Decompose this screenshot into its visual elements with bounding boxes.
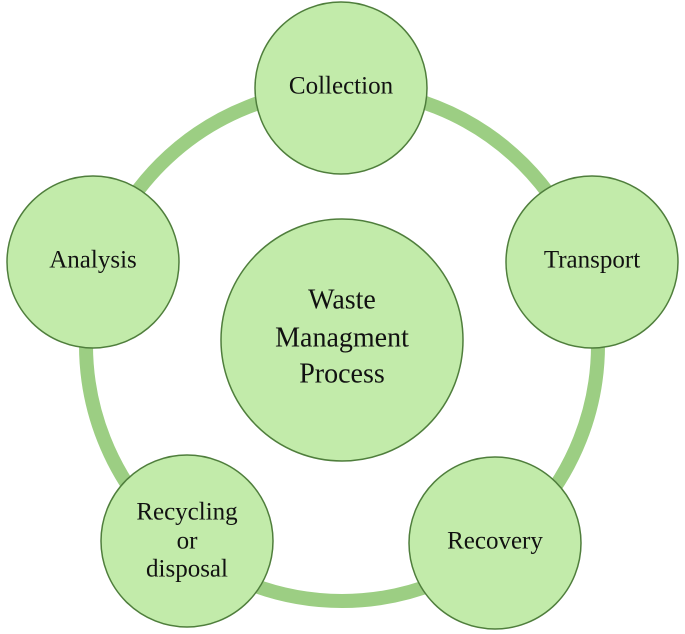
transport-circle [505,175,679,349]
collection-label: Collection [289,73,394,100]
node-recycling-or-disposal: Recycling or disposal [100,454,274,628]
center-line-1: Waste [308,284,376,315]
recycling-line-3: disposal [146,556,228,583]
recycling-line-1: Recycling [136,499,238,526]
transport-label: Transport [544,247,640,274]
recycling-line-2: or [177,528,199,555]
center-node: Waste Managment Process [220,218,464,462]
analysis-label: Analysis [49,247,137,274]
node-analysis: Analysis [6,175,180,349]
node-recovery: Recovery [408,456,582,630]
recycling-circle [100,454,274,628]
node-collection: Collection [254,1,428,175]
center-circle [220,218,464,462]
recovery-circle [408,456,582,630]
collection-circle [254,1,428,175]
node-transport: Transport [505,175,679,349]
recovery-label: Recovery [447,528,543,555]
analysis-circle [6,175,180,349]
center-line-2: Managment [275,322,409,353]
center-line-3: Process [299,358,385,389]
